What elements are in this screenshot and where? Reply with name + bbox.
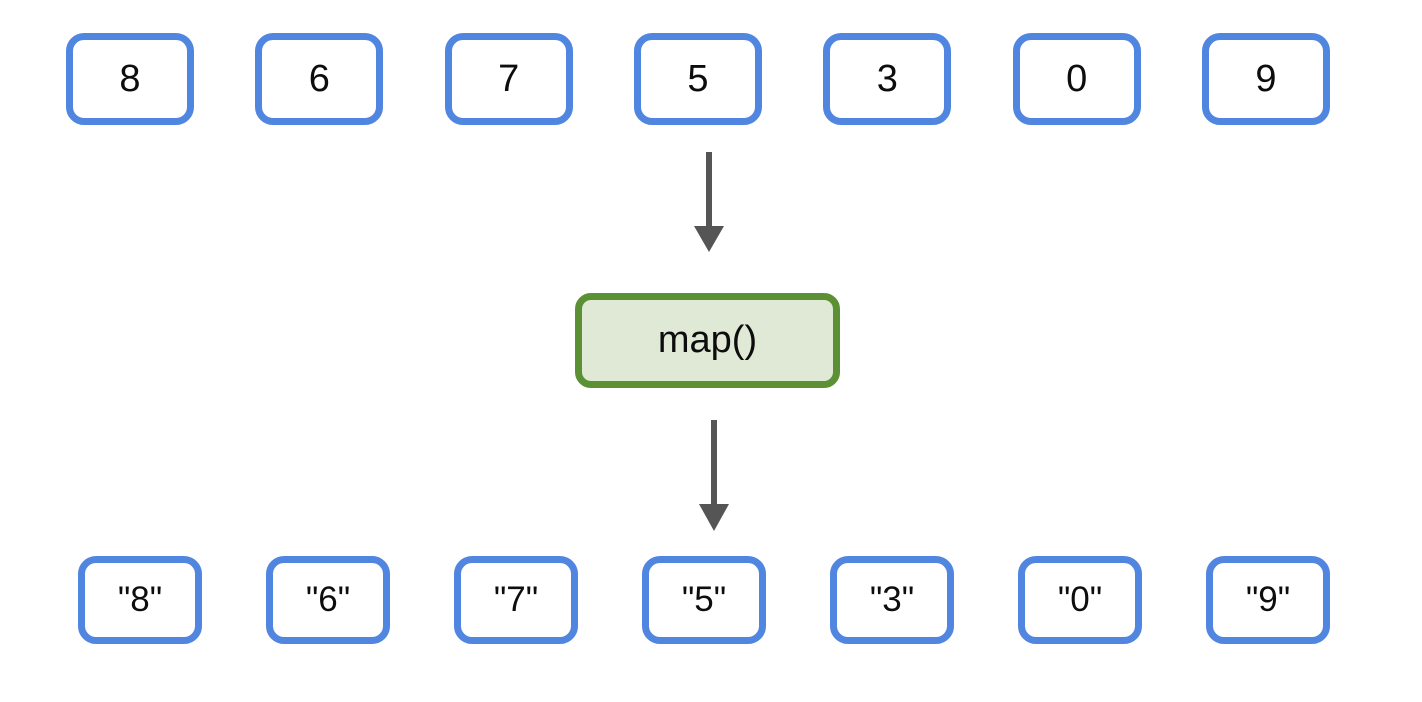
map-transform-node: map() xyxy=(575,293,840,388)
input-item-1: 6 xyxy=(255,33,384,125)
output-item-3: "5" xyxy=(642,556,766,644)
arrow-input-to-map xyxy=(694,152,724,252)
output-item-2: "7" xyxy=(454,556,578,644)
arrow-map-to-output xyxy=(699,420,729,531)
output-item-6: "9" xyxy=(1206,556,1330,644)
input-item-0: 8 xyxy=(66,33,194,125)
input-item-6: 9 xyxy=(1201,33,1330,125)
input-item-5: 0 xyxy=(1012,33,1141,125)
map-node-label: map() xyxy=(657,319,758,361)
output-item-5: "0" xyxy=(1018,556,1142,644)
input-item-3: 5 xyxy=(633,33,762,125)
output-item-0: "8" xyxy=(78,556,202,644)
input-item-4: 3 xyxy=(823,33,952,125)
output-item-1: "6" xyxy=(266,556,390,644)
input-item-2: 7 xyxy=(444,33,573,125)
input-sequence-row: 8 6 7 5 3 0 9 xyxy=(66,33,1330,125)
output-sequence-row: "8" "6" "7" "5" "3" "0" "9" xyxy=(78,556,1330,644)
output-item-4: "3" xyxy=(830,556,954,644)
